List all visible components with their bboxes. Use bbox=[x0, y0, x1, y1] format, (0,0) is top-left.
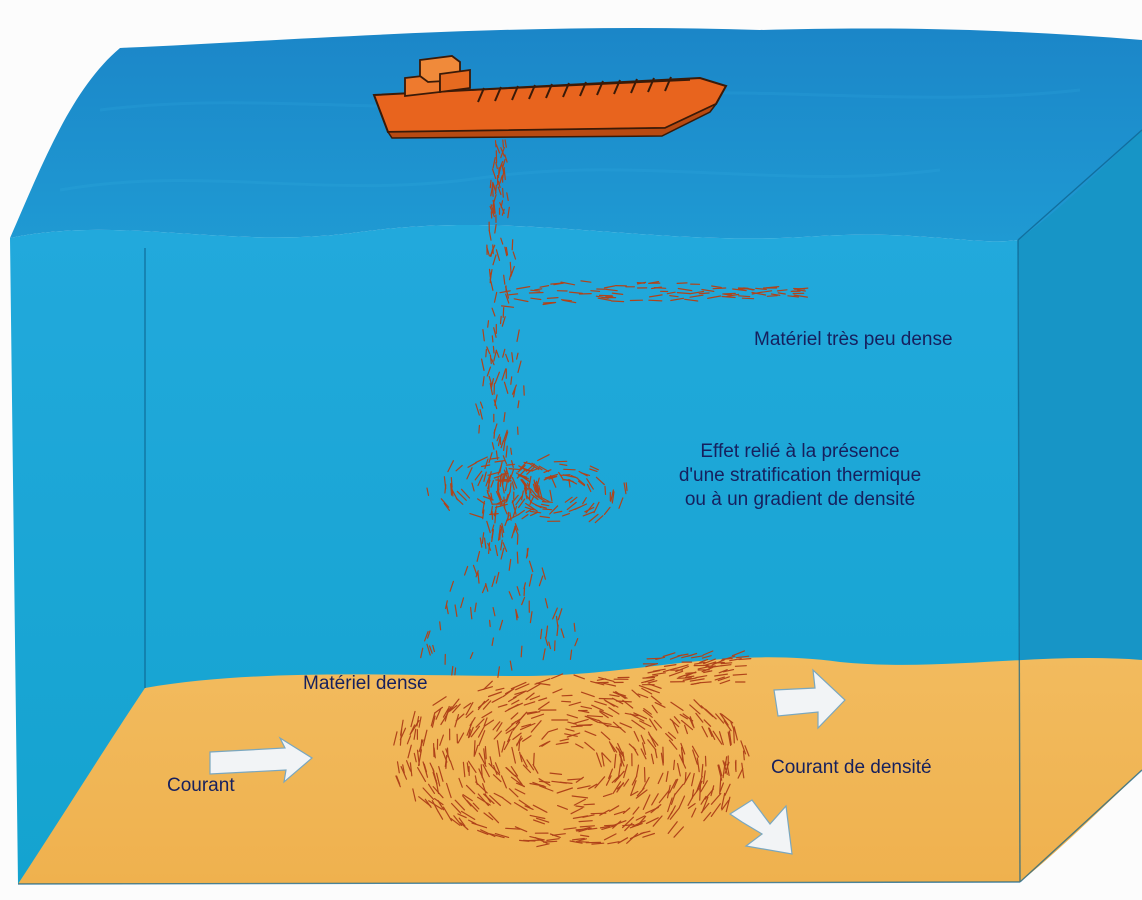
label-current: Courant bbox=[167, 776, 235, 795]
label-density-current: Courant de densité bbox=[771, 758, 932, 777]
label-thermal-effect: Effet relié à la présence d'une stratifi… bbox=[620, 440, 980, 512]
label-thermal-line: Effet relié à la présence bbox=[620, 440, 980, 464]
seabed bbox=[18, 657, 1142, 884]
label-dense-material: Matériel dense bbox=[303, 674, 428, 693]
label-thermal-line: ou à un gradient de densité bbox=[620, 488, 980, 512]
label-thermal-line: d'une stratification thermique bbox=[620, 464, 980, 488]
label-light-material: Matériel très peu dense bbox=[754, 330, 953, 349]
